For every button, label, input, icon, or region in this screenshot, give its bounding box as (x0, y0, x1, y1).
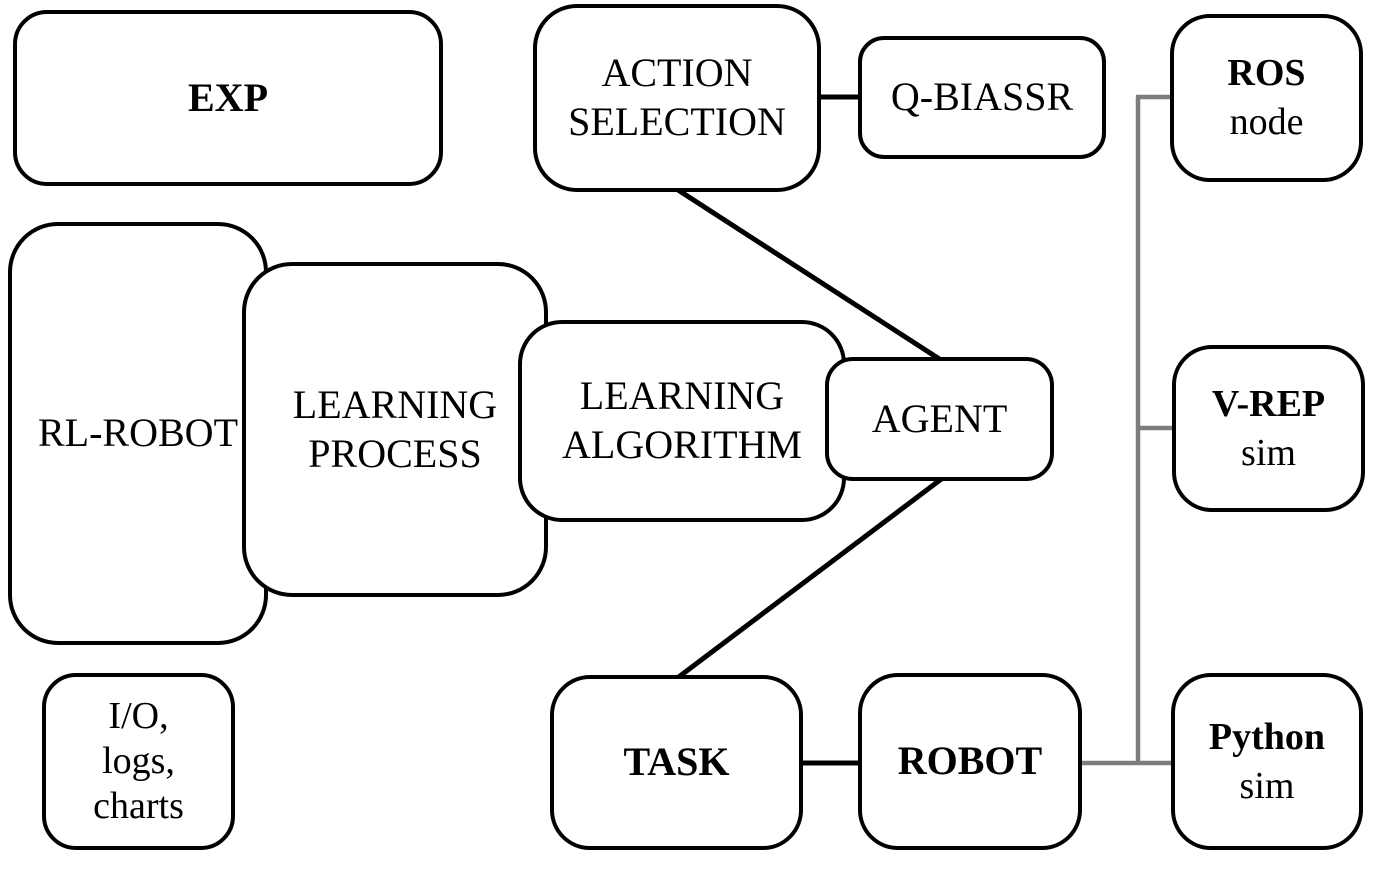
python-sim-title: Python (1208, 715, 1326, 758)
vrep-sim-title: V-REP (1211, 382, 1326, 425)
ros-node-subtitle: node (1229, 101, 1304, 143)
learning-algorithm-label-line2: ALGORITHM (562, 422, 802, 467)
learning-process-label-line2: PROCESS (308, 430, 482, 476)
io-logs-charts-line2: logs, (102, 740, 175, 783)
box-robot: ROBOT (858, 673, 1082, 850)
io-logs-charts-line1: I/O, (108, 695, 169, 738)
box-task: TASK (550, 675, 803, 850)
learning-algorithm-label-line1: LEARNING (579, 373, 785, 419)
task-label: TASK (623, 739, 730, 785)
box-ros-node: ROS node (1170, 14, 1363, 182)
box-io-logs-charts: I/O, logs, charts (42, 673, 235, 850)
rl-robot-label: RL-ROBOT (38, 410, 238, 456)
io-logs-charts-line3: charts (93, 784, 184, 827)
learning-process-label-line1: LEARNING (292, 381, 498, 427)
box-exp: EXP (13, 10, 443, 186)
box-rl-robot: RL-ROBOT (8, 222, 268, 645)
connector-action-selection-agent (673, 185, 946, 365)
exp-label: EXP (188, 74, 268, 120)
action-selection-label-line2: SELECTION (568, 99, 786, 144)
box-q-biassr: Q-BIASSR (858, 36, 1106, 159)
box-action-selection: ACTION SELECTION (533, 4, 821, 192)
box-agent: AGENT (825, 357, 1054, 481)
python-sim-subtitle: sim (1239, 764, 1295, 807)
box-learning-process: LEARNING PROCESS (242, 262, 548, 597)
connector-agent-task (674, 475, 946, 681)
box-python-sim: Python sim (1171, 673, 1363, 850)
box-learning-algorithm: LEARNING ALGORITHM (518, 320, 846, 522)
action-selection-label-line1: ACTION (601, 50, 753, 96)
box-vrep-sim: V-REP sim (1172, 345, 1365, 512)
vrep-sim-subtitle: sim (1241, 431, 1296, 474)
robot-label: ROBOT (897, 738, 1043, 784)
agent-label: AGENT (871, 395, 1008, 441)
q-biassr-label: Q-BIASSR (890, 74, 1074, 120)
ros-node-title: ROS (1227, 52, 1306, 95)
